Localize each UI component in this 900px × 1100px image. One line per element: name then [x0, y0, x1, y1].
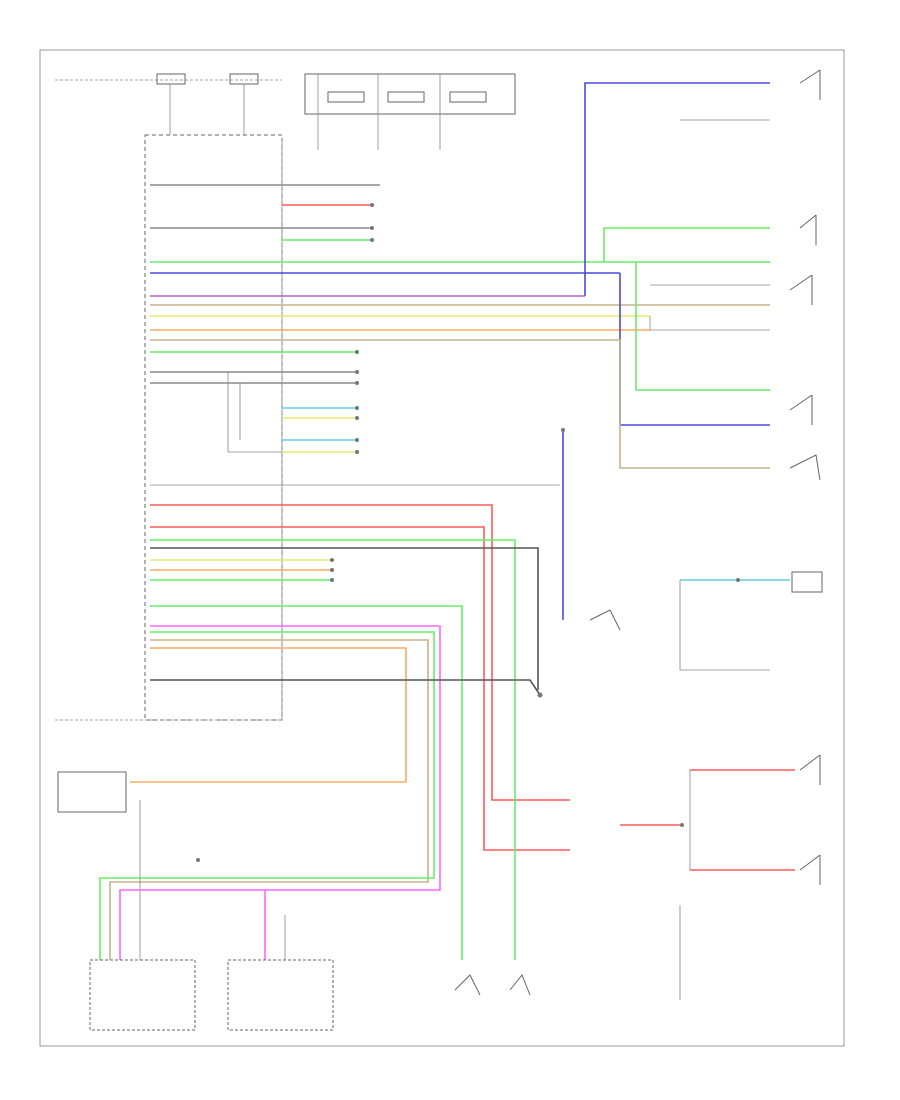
bottom-switches [57, 609, 621, 1031]
switch-symbols [789, 69, 823, 885]
fuse-block-top [55, 73, 516, 150]
module-wires [150, 184, 770, 486]
lower-wires [99, 504, 570, 960]
body-control-module [55, 134, 283, 721]
right-side-wires [562, 82, 795, 1000]
diagram-frame [39, 49, 845, 1047]
terminal-dots [196, 203, 740, 862]
